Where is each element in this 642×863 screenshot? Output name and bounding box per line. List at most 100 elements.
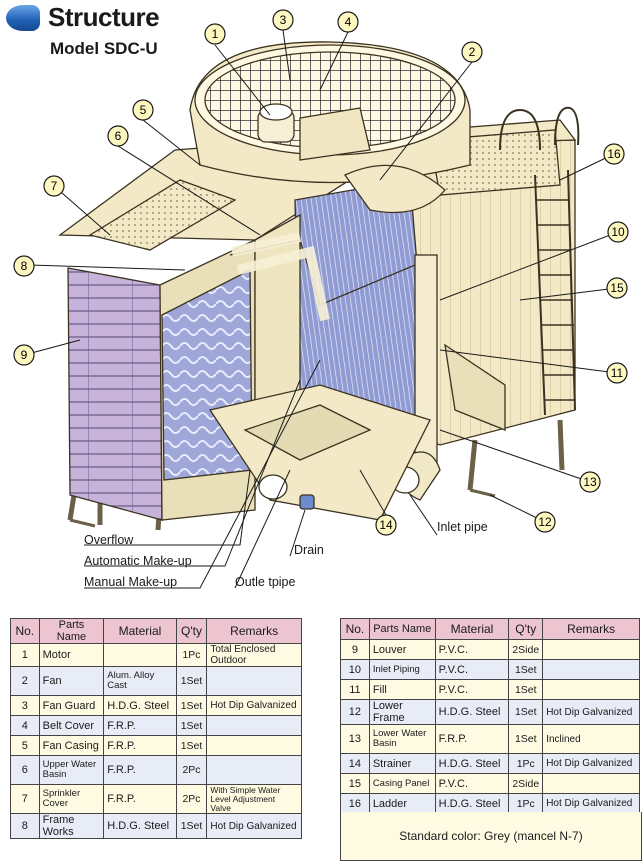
- cell-qty: 1Pc: [508, 753, 544, 774]
- cell-material: H.D.G. Steel: [434, 753, 510, 774]
- cell-no: 3: [10, 695, 40, 716]
- cell-remarks: [542, 679, 640, 700]
- cell-no: 9: [340, 639, 370, 660]
- cell-no: 12: [340, 699, 370, 725]
- cell-qty: 2Side: [508, 639, 544, 660]
- callout-badge: 5: [132, 99, 154, 121]
- col-material: Material: [103, 618, 177, 644]
- callout-number: 2: [469, 45, 476, 59]
- cell-qty: 1Pc: [175, 643, 208, 667]
- cell-qty: 1Set: [175, 666, 208, 696]
- callout-inlet-pipe: Inlet pipe: [437, 520, 488, 534]
- callout-badge: 10: [607, 221, 629, 243]
- callout-badge: 16: [603, 143, 625, 165]
- cell-part: Motor: [38, 643, 105, 667]
- cell-qty: 1Set: [508, 659, 544, 680]
- callout-number: 10: [611, 225, 625, 239]
- cell-part: Upper Water Basin: [38, 755, 105, 785]
- cell-remarks: [206, 735, 302, 756]
- callout-number: 5: [140, 103, 147, 117]
- callout-number: 1: [212, 27, 219, 41]
- cell-material: F.R.P.: [103, 735, 177, 756]
- cell-qty: 1Set: [175, 715, 208, 736]
- callout-number: 9: [21, 348, 28, 362]
- leader-lines: [23, 29, 619, 589]
- cell-part: Strainer: [368, 753, 436, 774]
- callout-badge: 1: [204, 23, 226, 45]
- cell-part: Frame Works: [38, 813, 105, 839]
- cell-no: 11: [340, 679, 370, 700]
- cell-material: P.V.C.: [434, 679, 510, 700]
- tower-body: [58, 41, 580, 531]
- callout-number: 7: [51, 179, 58, 193]
- cell-material: Alum. Alloy Cast: [103, 666, 177, 696]
- col-part: Parts Name: [368, 618, 436, 640]
- cell-material: F.R.P.: [103, 784, 177, 814]
- cell-material: [103, 643, 177, 667]
- cell-material: F.R.P.: [103, 755, 177, 785]
- cell-qty: 1Set: [508, 679, 544, 700]
- col-qty: Q'ty: [175, 618, 208, 644]
- cell-qty: 1Set: [508, 699, 544, 725]
- cell-qty: 2Pc: [175, 755, 208, 785]
- cell-part: Casing Panel: [368, 773, 436, 794]
- cell-remarks: Hot Dip Galvanized: [542, 793, 640, 814]
- cell-remarks: Hot Dip Galvanized: [542, 699, 640, 725]
- callout-badge: 14: [375, 514, 397, 536]
- cell-remarks: Hot Dip Galvanized: [206, 695, 302, 716]
- callout-badge: 3: [272, 9, 294, 31]
- cell-remarks: Total Enclosed Outdoor: [206, 643, 302, 667]
- cell-remarks: Hot Dip Galvanized: [206, 813, 302, 839]
- cell-no: 7: [10, 784, 40, 814]
- col-material: Material: [434, 618, 510, 640]
- callout-number: 8: [21, 259, 28, 273]
- cell-part: Fill: [368, 679, 436, 700]
- callout-number: 14: [379, 518, 393, 532]
- callout-badge: 12: [534, 511, 556, 533]
- page-title: Structure: [48, 2, 160, 32]
- callout-number: 4: [345, 15, 352, 29]
- cell-no: 10: [340, 659, 370, 680]
- cell-remarks: With Simple Water Level Adjustment Valve: [206, 784, 302, 814]
- cell-material: P.V.C.: [434, 639, 510, 660]
- cell-remarks: Inclined: [542, 724, 640, 754]
- cell-material: F.R.P.: [434, 724, 510, 754]
- cell-material: F.R.P.: [103, 715, 177, 736]
- cell-material: P.V.C.: [434, 659, 510, 680]
- cell-no: 16: [340, 793, 370, 814]
- cell-part: Sprinkler Cover: [38, 784, 105, 814]
- callout-badge: 9: [13, 344, 35, 366]
- cell-qty: 1Set: [508, 724, 544, 754]
- callout-number: 12: [538, 515, 552, 529]
- callout-badge: 4: [337, 11, 359, 33]
- cell-qty: 2Side: [508, 773, 544, 794]
- callout-badge: 2: [461, 41, 483, 63]
- cell-no: 2: [10, 666, 40, 696]
- callout-badge: 15: [606, 277, 628, 299]
- callout-number: 15: [610, 281, 624, 295]
- col-no: No.: [340, 618, 370, 640]
- cell-remarks: [542, 639, 640, 660]
- callout-drain: Drain: [294, 543, 324, 557]
- cell-remarks: [542, 659, 640, 680]
- col-remarks: Remarks: [206, 618, 302, 644]
- callout-badge: 7: [43, 175, 65, 197]
- cell-remarks: [206, 666, 302, 696]
- cell-no: 13: [340, 724, 370, 754]
- cell-qty: 1Set: [175, 813, 208, 839]
- callout-overflow: Overflow: [84, 533, 134, 547]
- cell-qty: 2Pc: [175, 784, 208, 814]
- cell-part: Inlet Piping: [368, 659, 436, 680]
- callout-number: 11: [611, 366, 624, 380]
